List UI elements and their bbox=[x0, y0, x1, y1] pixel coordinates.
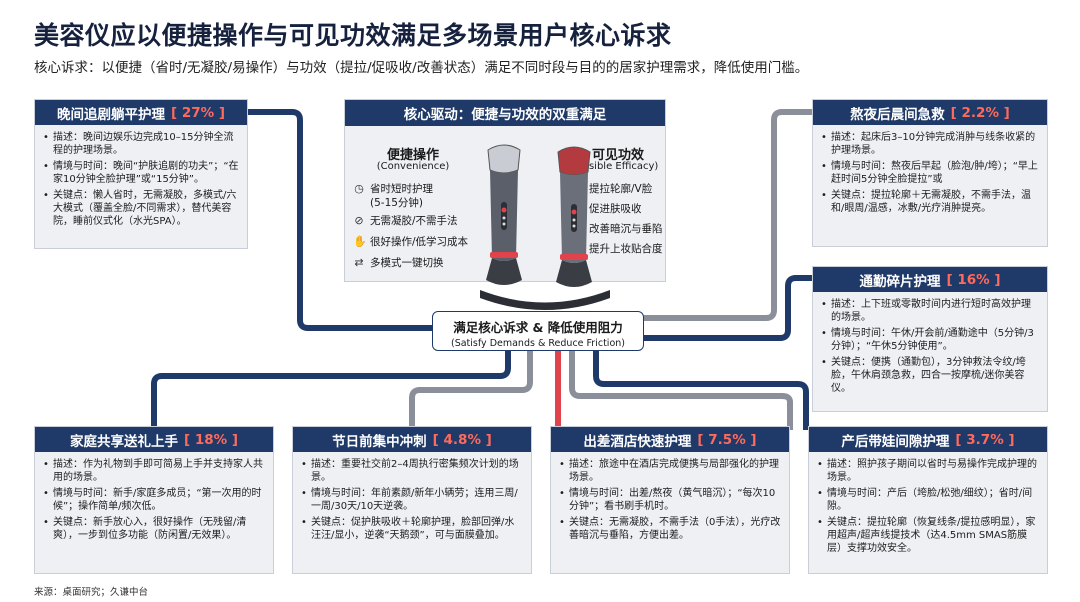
card-morning-item: 关键点：提拉轮廓＋无需凝胶，不需手法，温和/眼周/温感，冰敷/光疗消肿提亮。 bbox=[821, 189, 1039, 215]
card-postpartum-item: 关键点：提拉轮廓（恢复线条/提拉感明显），家用超声/超声线提技术（达4.5mm … bbox=[817, 516, 1039, 555]
card-festival-pct: [ 4.8% ] bbox=[432, 431, 492, 448]
connector-festival bbox=[409, 351, 533, 430]
hand-icon: ✋ bbox=[353, 235, 367, 248]
card-festival: 节日前集中冲刺 [ 4.8% ] 描述：重要社交前2–4周执行密集频次计划的场景… bbox=[292, 426, 532, 574]
clock-icon: ◷ bbox=[354, 182, 364, 195]
card-travel-pct: [ 7.5% ] bbox=[697, 431, 757, 448]
card-travel-item: 情境与时间：出差/熬夜（黄气暗沉）；“每次10分钟”；看书刷手机时。 bbox=[559, 487, 781, 513]
card-night-item: 情境与时间：晚间“护肤追剧的功夫”；“在家10分钟全脸护理”或“15分钟”。 bbox=[43, 160, 239, 186]
connector-postpartum bbox=[593, 351, 809, 430]
convenience-item: ✋ 很好操作/低学习成本 bbox=[353, 235, 503, 249]
card-travel-title: 出差酒店快速护理 bbox=[583, 433, 692, 450]
connector-morning bbox=[644, 109, 818, 321]
card-morning: 熬夜后晨间急救 [ 2.2% ] 描述：起床后3–10分钟完成消肿与线条收紧的护… bbox=[812, 99, 1048, 247]
card-commute-head: 通勤碎片护理 [ 16% ] bbox=[813, 267, 1047, 292]
efficacy-subtitle: (Visible Efficacy) bbox=[575, 161, 659, 172]
connector-night-inner bbox=[248, 124, 288, 324]
card-morning-pct: [ 2.2% ] bbox=[950, 104, 1010, 121]
card-postpartum-item: 描述：照护孩子期间以省时与易操作完成护理的场景。 bbox=[817, 458, 1039, 484]
card-postpartum-pct: [ 3.7% ] bbox=[955, 431, 1015, 448]
card-family-pct: [ 18% ] bbox=[183, 431, 239, 448]
efficacy-item-text: 促进肤吸收 bbox=[589, 203, 642, 215]
card-morning-item: 描述：起床后3–10分钟完成消肿与线条收紧的护理场景。 bbox=[821, 131, 1039, 157]
card-commute-item: 情境与时间：午休/开会前/通勤途中（5分钟/3分钟）；“午休5分钟使用”。 bbox=[821, 327, 1039, 353]
convenience-item: ◷ 省时短时护理 (5-15分钟) bbox=[353, 182, 483, 210]
card-family-item: 情境与时间：新手/家庭多成员；“第一次用的时候”；操作简单/频次低。 bbox=[43, 487, 265, 513]
card-morning-item: 情境与时间：熬夜后早起（脸泡/肿/垮）；“早上赶时间5分钟全脸提拉”或 bbox=[821, 160, 1039, 186]
efficacy-item-text: 改善暗沉与垂陷 bbox=[589, 223, 663, 235]
card-commute-pct: [ 16% ] bbox=[946, 271, 1001, 288]
efficacy-item-text: 提拉轮廓/V脸 bbox=[589, 183, 653, 195]
card-night-item: 描述：晚间边娱乐边完成10–15分钟全流程的护理场景。 bbox=[43, 131, 239, 157]
convenience-item-text: 多模式一键切换 bbox=[370, 257, 444, 269]
convenience-title: 便捷操作 bbox=[386, 148, 439, 163]
convenience-item: ⊘ 无需凝胶/不需手法 bbox=[353, 214, 493, 228]
card-festival-title: 节日前集中冲刺 bbox=[332, 433, 427, 450]
hub-main-text: 满足核心诉求 & 降低使用阻力 bbox=[453, 320, 623, 335]
convenience-item-text: 省时短时护理 (5-15分钟) bbox=[370, 183, 433, 209]
card-travel-item: 描述：旅途中在酒店完成便携与局部强化的护理场景。 bbox=[559, 458, 781, 484]
card-night-pct: [ 27% ] bbox=[170, 104, 226, 121]
card-night-head: 晚间追剧躺平护理 [ 27% ] bbox=[35, 100, 247, 125]
device-right-icon bbox=[556, 146, 592, 287]
page-title: 美容仪应以便捷操作与可见功效满足多场景用户核心诉求 bbox=[34, 21, 672, 50]
card-family: 家庭共享送礼上手 [ 18% ] 描述：作为礼物到手即可简易上手并支持家人共用的… bbox=[34, 426, 274, 574]
card-postpartum: 产后带娃间隙护理 [ 3.7% ] 描述：照护孩子期间以省时与易操作完成护理的场… bbox=[808, 426, 1048, 574]
connector-family bbox=[151, 351, 511, 430]
convenience-item-text: 很好操作/低学习成本 bbox=[370, 236, 469, 248]
core-demand-hub: 满足核心诉求 & 降低使用阻力 (Satisfy Demands & Reduc… bbox=[432, 311, 644, 351]
card-postpartum-item: 情境与时间：产后（垮脸/松弛/细纹）；省时/间隙。 bbox=[817, 487, 1039, 513]
device-left-icon bbox=[486, 144, 522, 285]
card-family-item: 关键点：新手放心入，很好操作（无残留/清爽），一步到位多功能（防闲置/无效果）。 bbox=[43, 516, 265, 542]
card-night: 晚间追剧躺平护理 [ 27% ] 描述：晚间边娱乐边完成10–15分钟全流程的护… bbox=[34, 99, 248, 249]
device-base-icon bbox=[480, 290, 610, 310]
card-travel-head: 出差酒店快速护理 [ 7.5% ] bbox=[551, 427, 789, 452]
card-morning-head: 熬夜后晨间急救 [ 2.2% ] bbox=[813, 100, 1047, 125]
card-festival-item: 情境与时间：年前素颜/新年小辆劳；连用三周/一周/30天/10天逆袭。 bbox=[301, 487, 523, 513]
core-driver-head: 核心驱动：便捷与功效的双重满足 bbox=[345, 100, 665, 126]
card-night-title: 晚间追剧躺平护理 bbox=[56, 106, 165, 123]
card-postpartum-title: 产后带娃间隙护理 bbox=[841, 433, 950, 450]
card-night-item: 关键点：懒人省时，无需凝胶，多模式/六大模式（覆盖全脸/不同需求），替代美容院，… bbox=[43, 189, 239, 228]
card-family-item: 描述：作为礼物到手即可简易上手并支持家人共用的场景。 bbox=[43, 458, 265, 484]
no-gel-icon: ⊘ bbox=[354, 214, 364, 227]
core-driver-panel: 核心驱动：便捷与功效的双重满足 便捷操作 (Convenience) ◷ 省时短… bbox=[344, 99, 666, 282]
card-festival-item: 关键点：促护肤吸收＋轮廓护理，脸部回弹/水汪汪/显小，逆袭“天鹅颈”，可与面膜叠… bbox=[301, 516, 523, 542]
hub-sub-text: (Satisfy Demands & Reduce Friction) bbox=[451, 338, 625, 349]
card-festival-head: 节日前集中冲刺 [ 4.8% ] bbox=[293, 427, 531, 452]
connector-postpartum-gray bbox=[569, 351, 793, 430]
connector-night bbox=[248, 109, 432, 331]
convenience-subtitle: (Convenience) bbox=[376, 161, 450, 172]
convenience-item: ⇄ 多模式一键切换 bbox=[353, 256, 493, 270]
card-morning-title: 熬夜后晨间急救 bbox=[850, 106, 945, 123]
card-travel: 出差酒店快速护理 [ 7.5% ] 描述：旅途中在酒店完成便携与局部强化的护理场… bbox=[550, 426, 790, 574]
beauty-device-illustration bbox=[480, 144, 610, 310]
switch-icon: ⇄ bbox=[354, 256, 364, 269]
card-commute-item: 关键点：便携（通勤包），3分钟救法令纹/垮脸，午休肩颈急救，四合一按摩梳/迷你美… bbox=[821, 356, 1039, 395]
source-note: 来源：桌面研究；久谦中台 bbox=[34, 587, 149, 598]
card-family-head: 家庭共享送礼上手 [ 18% ] bbox=[35, 427, 273, 452]
efficacy-title: 可见功效 bbox=[591, 148, 644, 163]
efficacy-item-text: 提升上妆贴合度 bbox=[589, 243, 663, 255]
card-postpartum-head: 产后带娃间隙护理 [ 3.7% ] bbox=[809, 427, 1047, 452]
card-family-title: 家庭共享送礼上手 bbox=[69, 433, 178, 450]
convenience-item-text: 无需凝胶/不需手法 bbox=[370, 215, 458, 227]
card-commute-title: 通勤碎片护理 bbox=[859, 273, 941, 290]
card-travel-item: 关键点：无需凝胶，不需手法（0手法），光疗改善暗沉与垂陷，方便出差。 bbox=[559, 516, 781, 542]
card-festival-item: 描述：重要社交前2–4周执行密集频次计划的场景。 bbox=[301, 458, 523, 484]
card-commute-item: 描述：上下班或零散时间内进行短时高效护理的场景。 bbox=[821, 298, 1039, 324]
connector-commute bbox=[644, 275, 812, 341]
card-commute: 通勤碎片护理 [ 16% ] 描述：上下班或零散时间内进行短时高效护理的场景。 … bbox=[812, 266, 1048, 412]
page-subtitle: 核心诉求：以便捷（省时/无凝胶/易操作）与功效（提拉/促吸收/改善状态）满足不同… bbox=[34, 60, 809, 76]
